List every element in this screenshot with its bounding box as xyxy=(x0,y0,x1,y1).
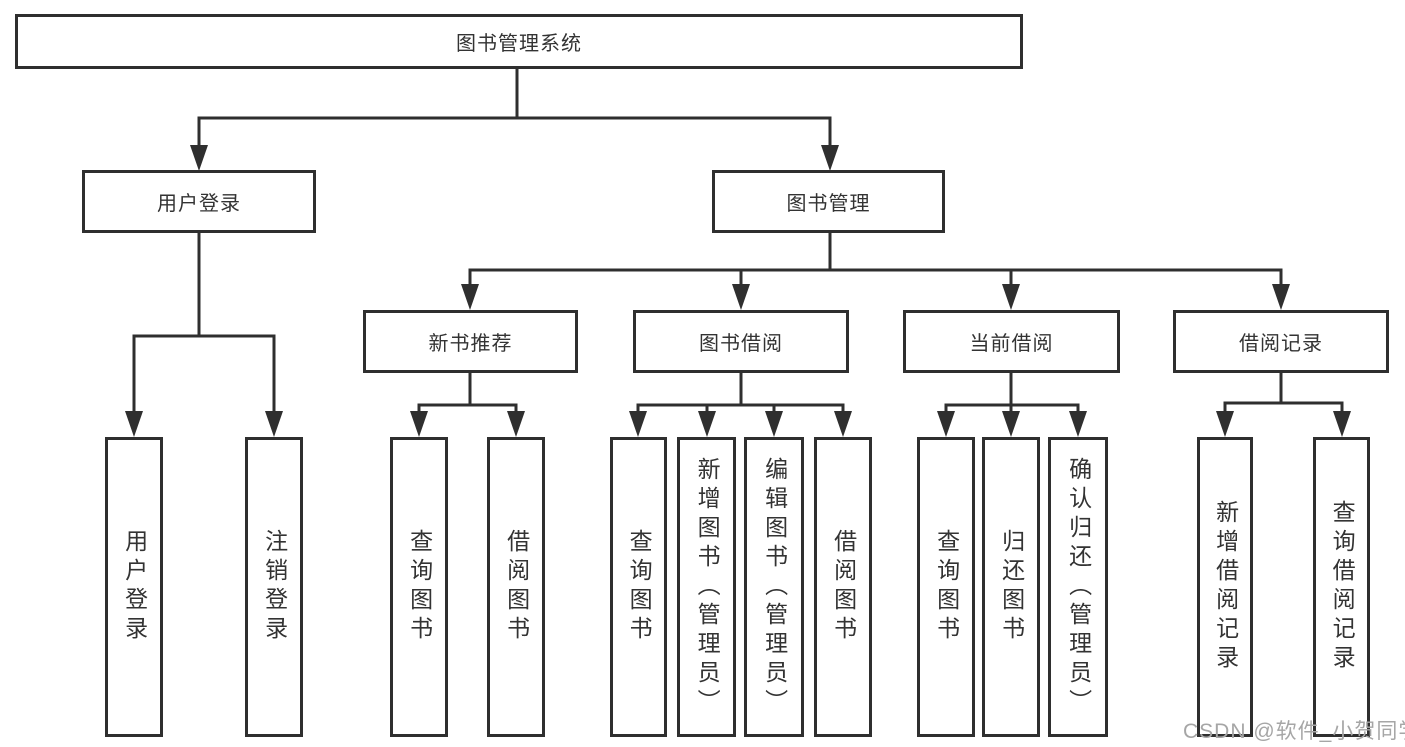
node-leaf-user-login-label: 用户登录 xyxy=(121,529,148,645)
arrow-icon xyxy=(629,411,647,437)
connector-user-login-children xyxy=(132,233,276,416)
node-user-login-label: 用户登录 xyxy=(157,193,241,215)
node-leaf-cb-return-books-label: 归还图书 xyxy=(998,529,1025,645)
arrow-icon xyxy=(410,411,428,437)
node-leaf-user-login: 用户登录 xyxy=(105,437,163,737)
arrow-icon xyxy=(821,145,839,171)
node-user-login: 用户登录 xyxy=(82,170,316,233)
watermark: CSDN @软件_小贺同学 xyxy=(1183,720,1405,743)
node-new-book-rec-label: 新书推荐 xyxy=(428,333,513,355)
node-leaf-bb-add-books-label: 新增图书（管理员） xyxy=(694,456,721,718)
node-leaf-br-query-record-label: 查询借阅记录 xyxy=(1329,500,1356,674)
node-leaf-nbr-query-books-label: 查询图书 xyxy=(406,529,433,645)
arrow-icon xyxy=(937,411,955,437)
node-leaf-cb-confirm-return-label: 确认归还（管理员） xyxy=(1065,456,1092,718)
node-book-mgmt: 图书管理 xyxy=(712,170,945,233)
arrow-icon xyxy=(765,411,783,437)
arrow-icon xyxy=(507,411,525,437)
node-new-book-rec: 新书推荐 xyxy=(363,310,578,373)
node-leaf-nbr-borrow-books: 借阅图书 xyxy=(487,437,545,737)
connector-new-book-rec-children xyxy=(417,373,518,416)
node-leaf-br-query-record: 查询借阅记录 xyxy=(1313,437,1370,737)
node-leaf-bb-borrow-books-label: 借阅图书 xyxy=(830,529,857,645)
node-leaf-bb-edit-books: 编辑图书（管理员） xyxy=(744,437,804,737)
arrow-icon xyxy=(125,411,143,437)
node-book-borrow: 图书借阅 xyxy=(633,310,849,373)
node-leaf-br-add-record-label: 新增借阅记录 xyxy=(1212,500,1239,674)
node-root: 图书管理系统 xyxy=(15,14,1023,69)
arrow-icon xyxy=(1002,284,1020,310)
node-leaf-bb-borrow-books: 借阅图书 xyxy=(814,437,872,737)
connector-book-mgmt-children xyxy=(468,233,1283,289)
node-leaf-logout-label: 注销登录 xyxy=(261,529,288,645)
arrow-icon xyxy=(1216,411,1234,437)
arrow-icon xyxy=(732,284,750,310)
arrow-icon xyxy=(834,411,852,437)
arrow-icon xyxy=(698,411,716,437)
arrowheads xyxy=(125,145,1351,437)
arrow-icon xyxy=(1069,411,1087,437)
node-leaf-cb-query-books-label: 查询图书 xyxy=(933,529,960,645)
node-leaf-cb-return-books: 归还图书 xyxy=(982,437,1040,737)
node-current-borrow: 当前借阅 xyxy=(903,310,1120,373)
node-leaf-logout: 注销登录 xyxy=(245,437,303,737)
node-book-mgmt-label: 图书管理 xyxy=(786,193,871,215)
node-root-label: 图书管理系统 xyxy=(456,33,582,55)
node-borrow-records-label: 借阅记录 xyxy=(1239,333,1323,355)
connector-book-borrow-children xyxy=(636,373,845,416)
node-leaf-nbr-query-books: 查询图书 xyxy=(390,437,448,737)
node-leaf-cb-confirm-return: 确认归还（管理员） xyxy=(1048,437,1108,737)
node-leaf-nbr-borrow-books-label: 借阅图书 xyxy=(503,529,530,645)
arrow-icon xyxy=(1333,411,1351,437)
node-current-borrow-label: 当前借阅 xyxy=(969,333,1054,355)
connector-root-to-level2 xyxy=(197,69,832,150)
arrow-icon xyxy=(461,284,479,310)
connector-borrow-records-children xyxy=(1223,373,1344,416)
node-leaf-cb-query-books: 查询图书 xyxy=(917,437,975,737)
node-borrow-records: 借阅记录 xyxy=(1173,310,1389,373)
node-leaf-bb-query-books-label: 查询图书 xyxy=(626,529,653,645)
arrow-icon xyxy=(1272,284,1290,310)
node-leaf-bb-edit-books-label: 编辑图书（管理员） xyxy=(761,456,788,718)
arrow-icon xyxy=(190,145,208,171)
connector-current-borrow-children xyxy=(944,373,1080,416)
node-leaf-br-add-record: 新增借阅记录 xyxy=(1197,437,1253,737)
arrow-icon xyxy=(1002,411,1020,437)
arrow-icon xyxy=(265,411,283,437)
node-leaf-bb-query-books: 查询图书 xyxy=(610,437,667,737)
node-leaf-bb-add-books: 新增图书（管理员） xyxy=(677,437,736,737)
node-book-borrow-label: 图书借阅 xyxy=(699,333,783,355)
